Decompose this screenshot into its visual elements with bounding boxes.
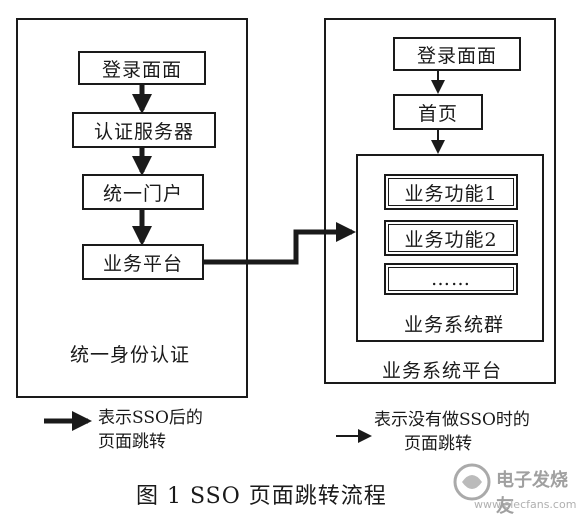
cluster-item-function-1: 业务功能1 [384,174,518,210]
right-group-label: 业务系统平台 [382,360,503,382]
cluster-label: 业务系统群 [404,314,505,336]
right-node-login-page: 登录面面 [393,37,521,71]
right-node-home: 首页 [393,94,483,130]
left-node-login-page: 登录面面 [78,51,206,85]
watermark-logo-icon [453,463,491,501]
arrow-platform-to-business-system [204,222,356,265]
left-group-label: 统一身份认证 [70,344,191,366]
left-node-business-platform: 业务平台 [82,244,204,280]
right-group-frame [324,18,556,384]
left-group-frame [16,18,248,398]
cluster-item-function-2: 业务功能2 [384,220,518,256]
left-node-auth-server: 认证服务器 [72,112,216,148]
watermark-url: www.elecfans.com [474,498,576,511]
business-cluster-frame [356,154,544,342]
watermark-logo [452,462,492,506]
legend-bold-line-2: 页面跳转 [98,432,166,452]
legend-thin-line-2: 页面跳转 [404,434,472,454]
cluster-item-ellipsis: …… [384,263,518,295]
legend-thin-line-1: 表示没有做SSO时的 [374,410,530,430]
legend-bold-text: 表示SSO后的 页面跳转 [98,406,203,454]
watermark-brand: 电子发烧友 [496,470,568,517]
figure-caption: 图 1 SSO 页面跳转流程 [136,484,387,509]
legend-thin-text: 表示没有做SSO时的 页面跳转 [374,408,530,456]
legend-bold-line-1: 表示SSO后的 [98,408,203,428]
